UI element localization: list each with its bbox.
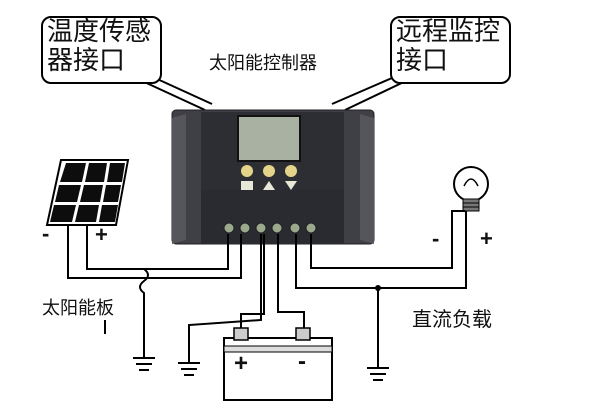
button-1 bbox=[241, 165, 253, 177]
remote-monitoring-label-line1: 远程监控 bbox=[396, 17, 501, 47]
terminal-5 bbox=[289, 222, 301, 234]
button-3 bbox=[285, 165, 297, 177]
panel-negative-sign: - bbox=[42, 221, 50, 246]
ground-symbols bbox=[133, 357, 389, 381]
controller-unit bbox=[171, 109, 375, 245]
dc-load-label: 直流负载 bbox=[412, 307, 492, 331]
up-icon bbox=[263, 181, 275, 190]
lcd-screen bbox=[237, 115, 301, 162]
controller-left-flange bbox=[172, 114, 186, 244]
solar-panel bbox=[45, 159, 130, 226]
down-icon bbox=[285, 181, 297, 190]
left-callout-pointer bbox=[139, 77, 213, 111]
wires bbox=[67, 210, 467, 368]
terminal-3 bbox=[255, 222, 267, 234]
battery-positive-terminal bbox=[233, 327, 249, 341]
remote-monitoring-label-line2: 接口 bbox=[396, 46, 449, 76]
controller-right-flange bbox=[360, 114, 374, 244]
wire-battery-positive bbox=[240, 234, 265, 328]
wire-load-positive bbox=[296, 211, 467, 289]
bulb-icon bbox=[453, 166, 489, 212]
terminal-2 bbox=[239, 222, 251, 234]
controller-bottom-panel bbox=[201, 190, 344, 244]
terminal-4 bbox=[271, 222, 283, 234]
ground-icon bbox=[133, 357, 155, 371]
wire-ground-panel bbox=[139, 268, 149, 358]
temperature-sensor-label-line2: 器接口 bbox=[47, 46, 126, 76]
terminal-6 bbox=[305, 222, 317, 234]
callout-pointers bbox=[139, 77, 409, 111]
remote-monitoring-callout bbox=[390, 16, 511, 84]
ground-icon bbox=[178, 362, 200, 376]
ground-icon bbox=[367, 367, 389, 381]
right-callout-pointer bbox=[331, 77, 409, 111]
battery-positive-sign: + bbox=[234, 350, 249, 377]
controller-title: 太阳能控制器 bbox=[209, 53, 317, 74]
load-positive-sign: + bbox=[480, 226, 493, 251]
load-negative-sign: - bbox=[432, 226, 440, 251]
wire-load-negative bbox=[310, 210, 465, 269]
battery bbox=[223, 327, 333, 401]
terminal-1 bbox=[223, 222, 235, 234]
temperature-sensor-callout bbox=[41, 16, 162, 84]
solar-panel-label: 太阳能板 bbox=[42, 298, 114, 319]
wire-battery-ground bbox=[188, 234, 262, 363]
temperature-sensor-label-line1: 温度传感 bbox=[47, 17, 152, 47]
battery-negative-sign: - bbox=[298, 348, 306, 375]
junction-dot bbox=[375, 285, 381, 291]
wire-panel-negative bbox=[67, 224, 242, 279]
button-2 bbox=[263, 165, 275, 177]
battery-negative-terminal bbox=[295, 327, 311, 341]
L1-icon bbox=[241, 181, 253, 190]
terminal-block bbox=[223, 222, 317, 234]
wire-panel-positive bbox=[86, 224, 229, 270]
panel-positive-sign: + bbox=[95, 222, 108, 247]
wire-battery-negative bbox=[277, 234, 305, 328]
